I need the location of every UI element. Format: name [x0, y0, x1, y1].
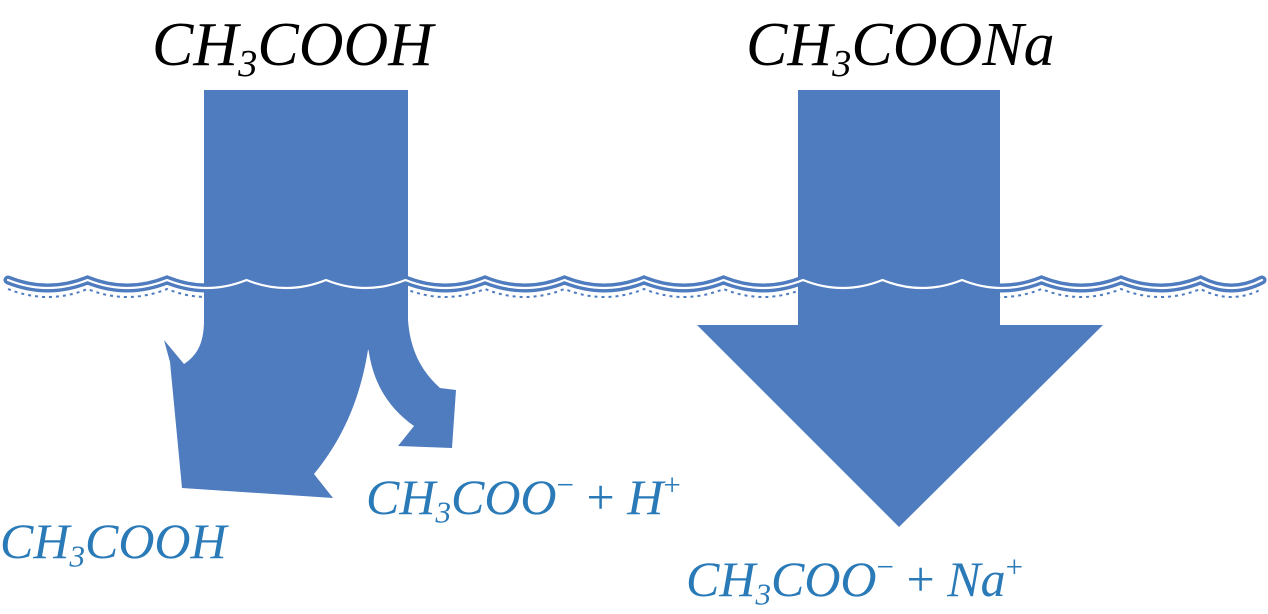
acid-label-base: CH	[152, 11, 239, 79]
water-surface-dashes	[7, 287, 1263, 298]
salt-ions-charge: −	[876, 548, 895, 584]
salt-ions-base: CH	[686, 551, 756, 607]
salt-arrow	[697, 90, 1103, 527]
acid-ions-plus: +	[586, 469, 615, 525]
salt-ions-label: CH3COO− + Na+	[686, 551, 1023, 610]
acid-undissociated-rest: COOH	[84, 513, 227, 569]
acid-ions-ion-charge: +	[663, 466, 681, 502]
acid-ions-label: CH3COO− + H+	[366, 469, 681, 528]
salt-ions-ion-charge: +	[1005, 548, 1024, 584]
salt-label-base: CH	[746, 11, 833, 79]
salt-label: CH3COONa	[746, 11, 1055, 83]
acid-undissociated-arrow	[164, 320, 408, 498]
acid-label: CH3COOH	[152, 11, 434, 83]
acid-ions-charge: −	[556, 466, 575, 502]
acid-ions-sub: 3	[435, 494, 451, 530]
acid-label-rest: COOH	[257, 11, 434, 79]
salt-label-sub: 3	[832, 42, 852, 85]
salt-ions-rest: COO	[770, 551, 877, 607]
salt-ions-ion: Na	[947, 551, 1006, 607]
acid-undissociated-base: CH	[0, 513, 70, 569]
acid-label-sub: 3	[238, 42, 258, 85]
acid-arrow-stem	[204, 90, 408, 330]
acid-undissociated-sub: 3	[69, 538, 85, 574]
water-surface-highlight	[6, 278, 1264, 290]
salt-ions-sub: 3	[755, 576, 771, 612]
acid-undissociated-label: CH3COOH	[0, 513, 227, 572]
acid-ions-base: CH	[366, 469, 436, 525]
salt-label-rest: COONa	[851, 11, 1055, 79]
acid-ions-rest: COO	[450, 469, 557, 525]
acid-ions-ion: H	[627, 469, 664, 525]
acid-dissociated-arrow	[368, 320, 456, 448]
salt-ions-plus: +	[906, 551, 935, 607]
